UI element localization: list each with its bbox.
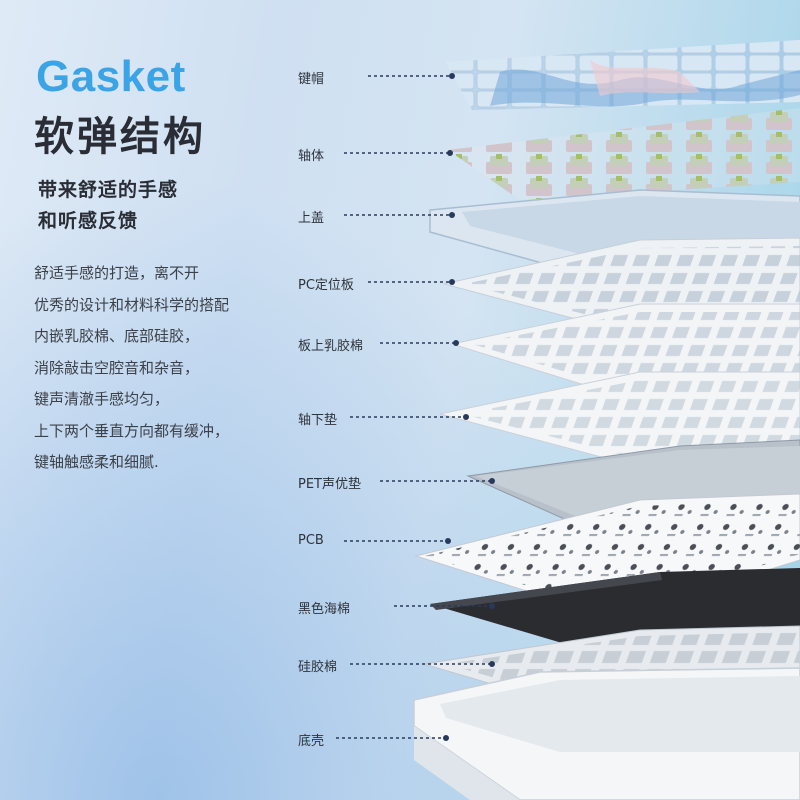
description-line: 消除敲击空腔音和杂音， — [34, 358, 200, 377]
layer-label-top-case: 上盖 — [298, 211, 325, 226]
switch-pad-layer — [439, 371, 800, 463]
page-title: 软弹结构 — [34, 114, 206, 160]
description-line: 内嵌乳胶棉、底部硅胶， — [34, 327, 200, 345]
bottom-case-layer — [413, 667, 800, 800]
layer-label-switches: 轴体 — [298, 149, 325, 164]
layer-label-plate-foam: 板上乳胶棉 — [298, 339, 364, 354]
layer-label-pet-pad: PET声优垫 — [298, 477, 361, 492]
leader-lines — [336, 75, 492, 739]
switches-layer — [448, 108, 800, 200]
layer-label-pcb: PCB — [298, 533, 324, 548]
brand-title: Gasket — [36, 52, 186, 101]
description-line: 键声清澈手感均匀， — [34, 390, 170, 408]
subheading-line-1: 带来舒适的手感 — [38, 179, 179, 201]
subheading-line-2: 和听感反馈 — [38, 210, 139, 232]
layer-label-silicone: 硅胶棉 — [298, 660, 338, 675]
description: 舒适手感的打造，离不开 优秀的设计和材料科学的搭配 内嵌乳胶棉、底部硅胶， 消除… — [34, 258, 294, 479]
layer-label-switch-pad: 轴下垫 — [298, 413, 338, 428]
layer-label-black-foam: 黑色海棉 — [298, 602, 351, 617]
keycaps-layer — [446, 40, 800, 110]
description-line: 键轴触感柔和细腻. — [34, 453, 159, 471]
description-line: 舒适手感的打造，离不开 — [34, 264, 200, 282]
layer-label-bottom-case: 底壳 — [298, 734, 325, 749]
layer-label-keycaps: 键帽 — [298, 72, 325, 87]
layer-label-pc-plate: PC定位板 — [298, 278, 354, 293]
description-line: 上下两个垂直方向都有缓冲， — [34, 421, 230, 440]
leader-dots — [443, 73, 495, 741]
description-line: 优秀的设计和材料科学的搭配 — [34, 295, 230, 314]
